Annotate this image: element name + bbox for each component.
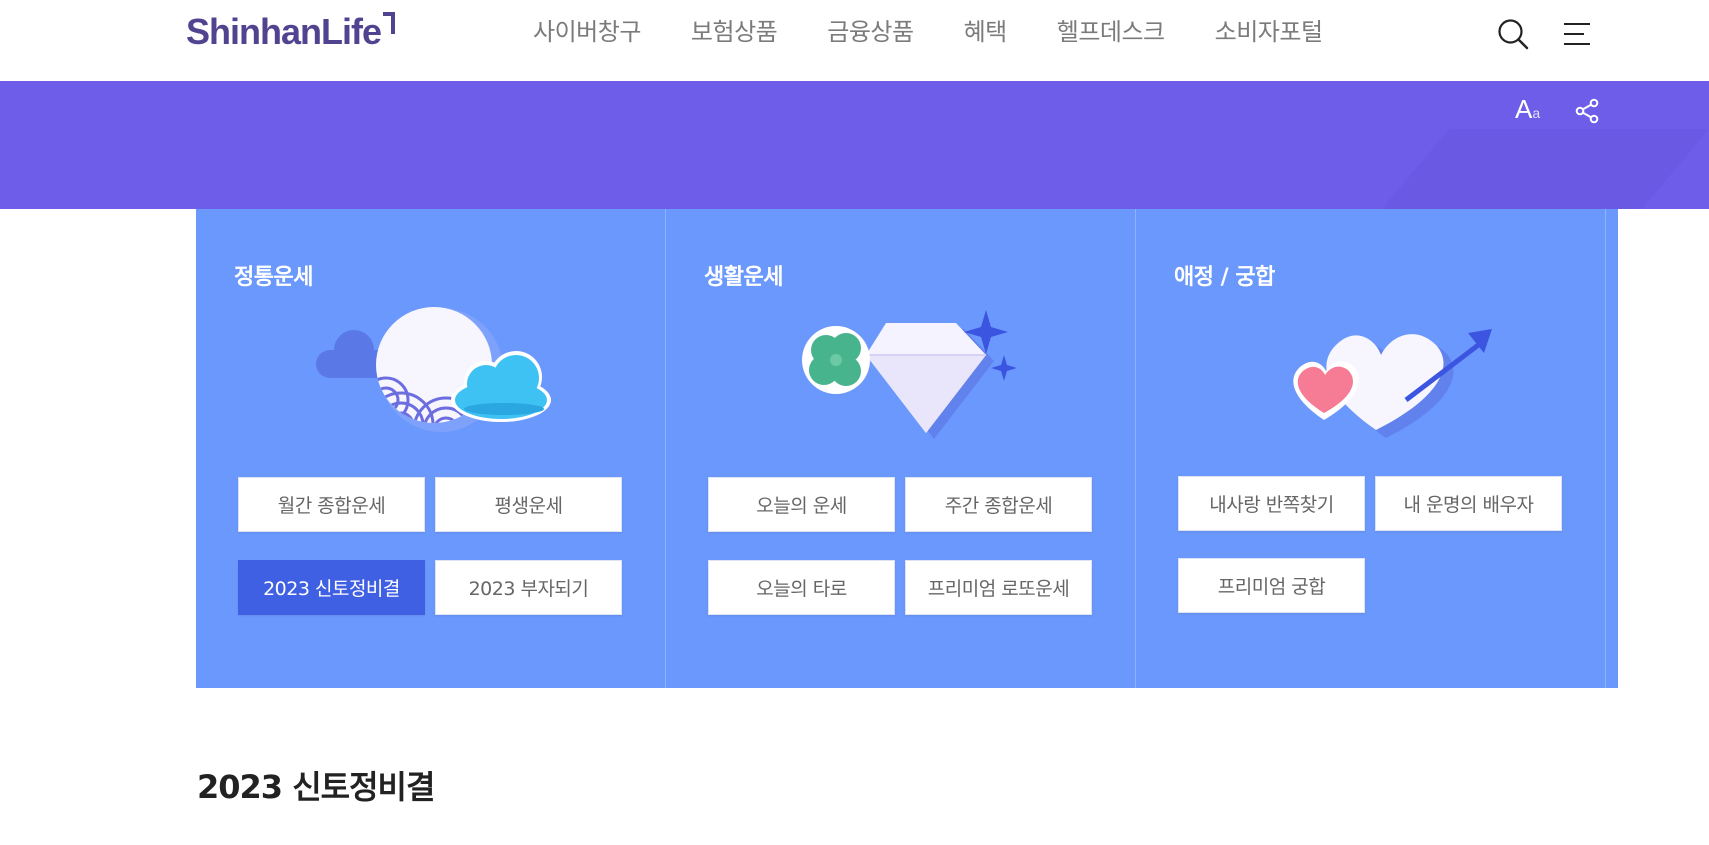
premium-lotto-fortune-button[interactable]: 프리미엄 로또운세	[905, 560, 1092, 615]
nav-item-helpdesk[interactable]: 헬프데스크	[1056, 18, 1165, 46]
search-icon[interactable]	[1497, 18, 1529, 50]
page-banner: Aa	[0, 81, 1709, 209]
category-daily-life: 생활운세 오늘의 운세 주간 종합운세 오늘의 타로 프리미엄 로또운세	[666, 209, 1136, 688]
global-nav: 사이버창구 보험상품 금융상품 혜택 헬프데스크 소비자포털	[533, 14, 1323, 50]
logo-text: ShinhanLife	[186, 11, 382, 52]
banner-decoration	[1281, 129, 1709, 209]
nav-item-benefits[interactable]: 혜택	[963, 18, 1008, 46]
nav-item-insurance-products[interactable]: 보험상품	[690, 18, 778, 46]
become-rich-2023-button[interactable]: 2023 부자되기	[435, 560, 622, 615]
find-my-other-half-button[interactable]: 내사랑 반쪽찾기	[1178, 476, 1365, 531]
weekly-fortune-button[interactable]: 주간 종합운세	[905, 477, 1092, 532]
premium-compatibility-button[interactable]: 프리미엄 궁합	[1178, 558, 1365, 613]
nav-item-consumer-portal[interactable]: 소비자포털	[1214, 18, 1323, 46]
font-size-toggle[interactable]: Aa	[1515, 94, 1540, 124]
clover-diamond-icon	[802, 310, 1017, 439]
site-header: ShinhanLife 사이버창구 보험상품 금융상품 혜택 헬프데스크 소비자…	[0, 0, 1709, 81]
share-icon[interactable]	[1574, 98, 1600, 128]
hamburger-menu-icon[interactable]	[1561, 18, 1593, 50]
category-love-compatibility: 애정 / 궁합 내사랑 반쪽찾기 내 운명의 배우자 프리미엄 궁합	[1136, 209, 1606, 688]
category-title: 애정 / 궁합	[1174, 265, 1275, 290]
today-fortune-button[interactable]: 오늘의 운세	[708, 477, 895, 532]
shinhanlife-logo[interactable]: ShinhanLife	[186, 10, 395, 54]
moon-cloud-icon	[316, 307, 551, 432]
destined-spouse-button[interactable]: 내 운명의 배우자	[1375, 476, 1562, 531]
fortune-category-panel: 정통운세 월간 종합운세 평생운세 2023 신토	[196, 209, 1618, 688]
hearts-arrow-icon	[1293, 329, 1492, 438]
nav-item-cyber-window[interactable]: 사이버창구	[533, 18, 641, 46]
category-traditional: 정통운세 월간 종합운세 평생운세 2023 신토	[196, 209, 666, 688]
font-size-label-large: A	[1515, 94, 1533, 124]
today-tarot-button[interactable]: 오늘의 타로	[708, 560, 895, 615]
lifetime-fortune-button[interactable]: 평생운세	[435, 477, 622, 532]
category-title: 정통운세	[234, 265, 313, 290]
section-title: 2023 신토정비결	[197, 768, 435, 806]
tojeong-2023-button[interactable]: 2023 신토정비결	[238, 560, 425, 615]
nav-item-financial-products[interactable]: 금융상품	[827, 18, 914, 46]
category-title: 생활운세	[704, 265, 783, 290]
monthly-fortune-button[interactable]: 월간 종합운세	[238, 477, 425, 532]
logo-mark-icon	[383, 12, 395, 34]
font-size-label-small: a	[1532, 105, 1541, 121]
